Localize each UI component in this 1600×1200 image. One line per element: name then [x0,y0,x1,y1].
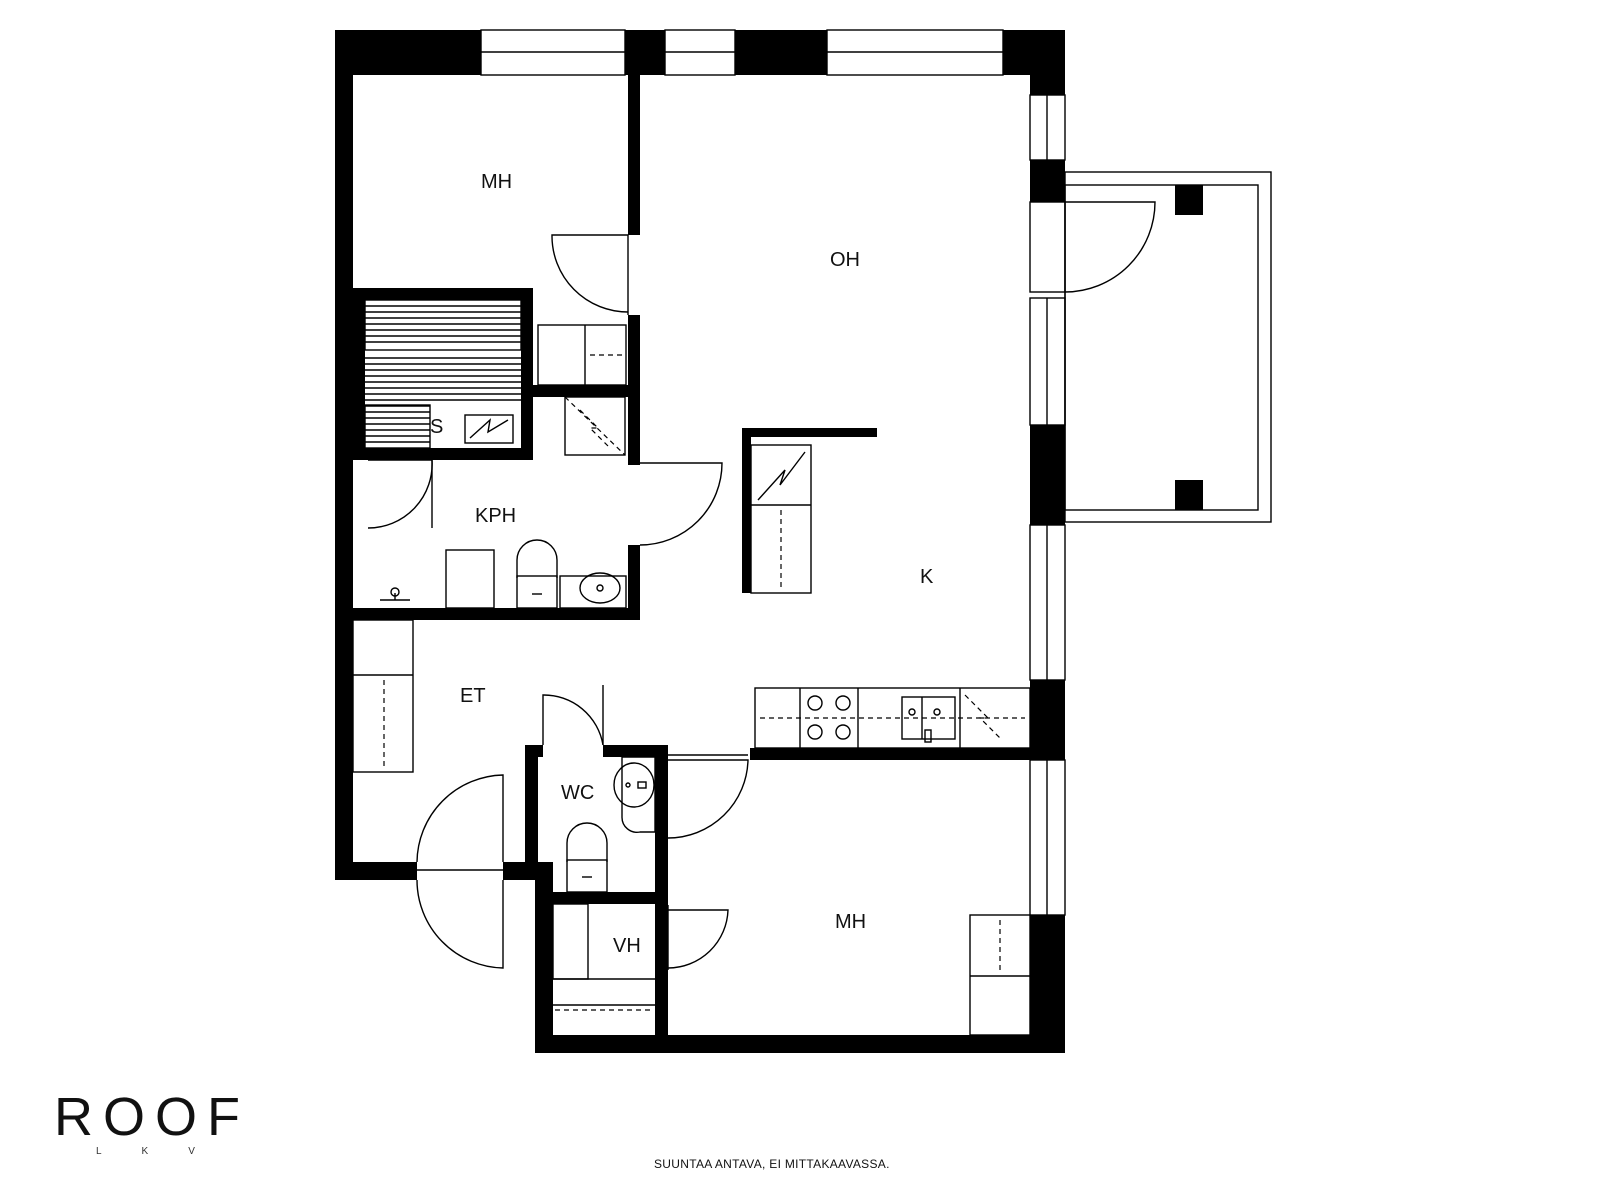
room-label-kph: KPH [475,505,516,527]
sauna-slats [365,305,521,443]
outer-walls [335,30,1065,1053]
fixtures [352,299,1031,1036]
doors [367,234,749,970]
logo-subtitle: LKV [96,1146,235,1157]
logo-wordmark: ROOF [54,1087,250,1147]
balcony [1064,171,1272,523]
company-logo: ROOF LKV [54,1090,284,1157]
room-label-wc: WC [561,782,594,804]
room-labels: MH OH S KPH K ET WC VH MH [430,171,934,957]
room-label-mh-bottom: MH [835,911,866,933]
disclaimer-text: SUUNTAA ANTAVA, EI MITTAKAAVASSA. [654,1157,890,1171]
room-label-et: ET [460,685,486,707]
room-label-s: S [430,416,443,438]
room-label-oh: OH [830,249,860,271]
room-label-k: K [920,566,934,588]
room-label-mh-top: MH [481,171,512,193]
windows [480,29,1066,916]
interior-walls [353,75,1030,1035]
room-label-vh: VH [613,935,641,957]
